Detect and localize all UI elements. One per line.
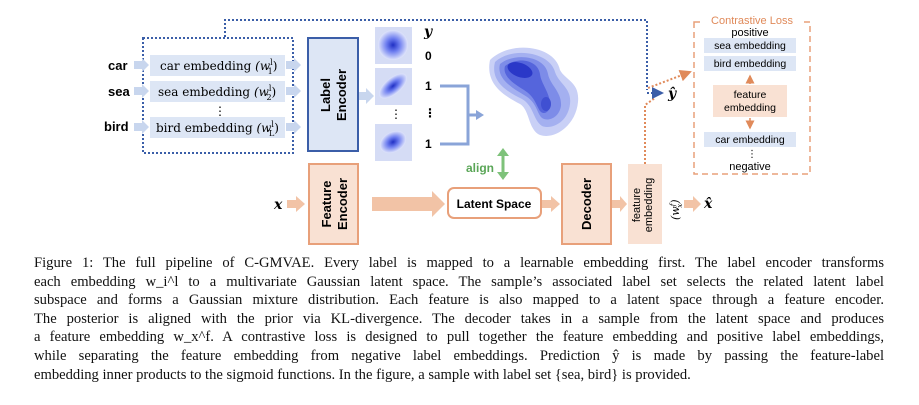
svg-text:embedding: embedding [643,178,655,232]
encoder-to-gaussians-arrow [359,88,374,104]
gaussian-mixture [486,42,582,142]
decoder-box: Decoder [561,163,612,245]
svg-text:Contrastive Loss: Contrastive Loss [711,15,793,27]
feature-encoder-box: Feature Encoder [308,163,359,245]
x-hat-output: x̂ [703,196,713,212]
y-value-1: 1 [425,79,432,93]
svg-text:⋮: ⋮ [390,107,402,121]
feature-encoder-to-latent-arrow [372,191,445,217]
svg-text:Encoder: Encoder [335,178,350,230]
mixture-arrow [476,110,484,120]
x-to-feature-encoder-arrow [287,196,305,212]
y-header: y [423,24,433,40]
y-value-2: 1 [425,137,432,151]
svg-text:Encoder: Encoder [334,69,349,121]
mixture-bracket [440,84,478,146]
caption-line: each embedding w_i^l to a multivariate G… [34,273,884,290]
decoder-to-feature-embedding-arrow [612,196,627,212]
caption-line: while separating the feature embedding f… [34,347,884,364]
label-bird: bird [104,119,129,134]
y-hat-output: ŷ [667,85,677,102]
align-label: align [466,161,494,175]
latent-to-decoder-arrow [542,196,560,212]
feature-to-yhat-dotted [644,97,656,164]
svg-text:Latent Space: Latent Space [457,197,532,211]
svg-text:positive: positive [731,27,768,39]
align-arrow [497,148,509,180]
svg-text:Decoder: Decoder [579,178,594,230]
label-encoder-box: Label Encoder [307,37,359,152]
svg-text:negative: negative [729,161,771,173]
caption-line: a feature embedding w_x^f. A contrastive… [34,329,884,346]
caption-line: Figure 1: The full pipeline of C-GMVAE. … [34,255,884,271]
svg-text:Label: Label [318,78,333,112]
embedding-ellipsis: ⋮ [214,104,226,118]
svg-text:sea embedding (wl2): sea embedding (wl2) [158,84,276,102]
x-input: x [273,197,283,213]
contrastive-dotted-arrow [647,69,692,89]
caption-line: The posterior is aligned with the prior … [34,310,884,327]
y-value-0: 0 [425,49,432,63]
svg-text:Feature: Feature [319,181,334,228]
svg-text:feature: feature [631,188,643,222]
figure-caption: Figure 1: The full pipeline of C-GMVAE. … [34,254,884,384]
svg-text:(wfx): (wfx) [669,199,684,220]
svg-text:⋮: ⋮ [747,149,757,160]
contrastive-loss-panel: Contrastive Loss positive sea embedding … [693,14,811,175]
feature-embedding-box: feature embedding (wfx) [628,164,684,244]
y-value-dots: ⋮ [424,106,436,120]
caption-line: subspace and forms a Gaussian mixture di… [34,292,884,309]
svg-text:bird embedding (wlL): bird embedding (wlL) [156,120,279,138]
label-car: car [108,58,128,73]
feature-embedding-to-xhat-arrow [684,196,701,212]
svg-text:embedding: embedding [724,102,776,114]
svg-text:bird embedding: bird embedding [714,58,787,70]
embedding-to-encoder-arrows [286,58,301,134]
label-input-arrows [134,58,149,134]
svg-text:car embedding: car embedding [715,134,785,146]
gaussian-tiles: ⋮ [375,27,412,161]
svg-text:car embedding (wl1): car embedding (wl1) [160,58,277,76]
svg-text:sea embedding: sea embedding [714,40,786,52]
caption-line: embedding inner products to the sigmoid … [34,366,691,383]
label-sea: sea [108,84,130,99]
feedback-dotted-line [224,19,648,90]
latent-space-box: Latent Space [447,187,542,219]
svg-text:feature: feature [734,89,767,101]
